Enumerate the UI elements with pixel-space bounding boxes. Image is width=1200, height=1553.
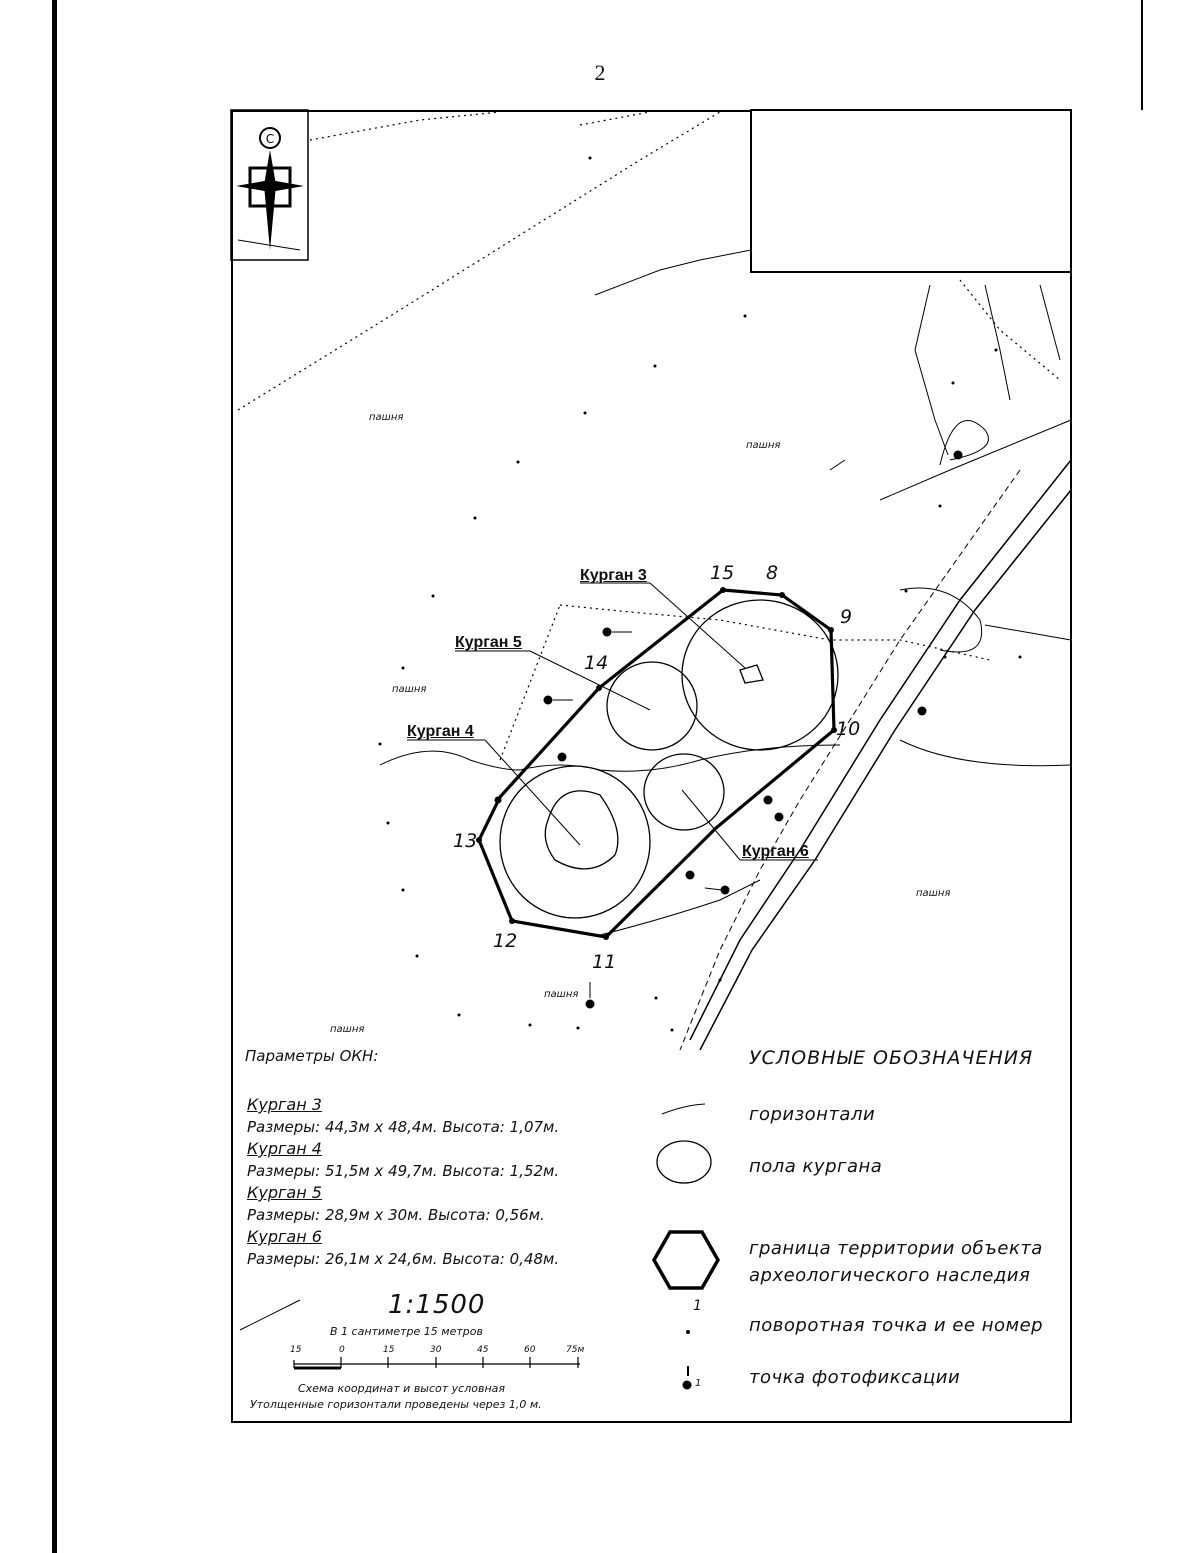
legend-contours: горизонтали (749, 1104, 876, 1125)
scale-tick-label: 15 (383, 1345, 395, 1355)
field-label: пашня (369, 412, 404, 423)
scale-tick-label: 45 (477, 1345, 489, 1355)
mound-outline-legend-icon (656, 1140, 712, 1184)
boundary-point-11: 11 (592, 951, 617, 973)
scale-tick-label: 0 (339, 1345, 345, 1355)
boundary-point-15: 15 (710, 562, 735, 584)
site-boundary (477, 588, 836, 939)
kurgan-4-label: Курган 4 (407, 723, 474, 740)
mound-outlines (499, 599, 839, 919)
param-kurgan-3-name: Курган 3 (247, 1095, 322, 1114)
boundary-point-8: 8 (766, 562, 779, 584)
param-kurgan-6-name: Курган 6 (247, 1227, 322, 1246)
params-title: Параметры ОКН: (245, 1047, 379, 1065)
kurgan-6-outline (643, 753, 725, 831)
legend-boundary-line1: граница территории объекта (749, 1238, 1043, 1259)
field-label: пашня (916, 888, 951, 899)
right-margin-rule (1141, 0, 1143, 110)
kurgan-3-label: Курган 3 (580, 567, 647, 584)
scale-tick-label: 75м (566, 1345, 585, 1355)
boundary-point-9: 9 (840, 606, 853, 628)
left-margin-rule (52, 0, 57, 1553)
boundary-point-13: 13 (453, 830, 478, 852)
contour-lines (379, 744, 841, 936)
map-frame (231, 110, 1072, 1423)
kurgan-5-label: Курган 5 (455, 634, 522, 651)
road (689, 459, 1072, 1051)
contour-legend-icon (661, 1103, 706, 1115)
scale-tick-label: 15 (290, 1345, 302, 1355)
elevation-spots (378, 156, 1022, 1032)
scale-bar (293, 1357, 580, 1370)
scale-note-contours: Утолщенные горизонтали проведены через 1… (250, 1398, 542, 1411)
scale-note-coordinates: Схема координат и высот условная (298, 1382, 506, 1395)
kurgan-5-outline (606, 661, 698, 751)
params-list: Курган 3 Размеры: 44,3м х 48,4м. Высота:… (247, 1094, 559, 1270)
kurgan-6-label: Курган 6 (742, 843, 809, 860)
field-label: пашня (392, 684, 427, 695)
boundary-point-10: 10 (836, 718, 861, 740)
legend-turning-point: поворотная точка и ее номер (749, 1315, 1044, 1336)
param-kurgan-6-dims: Размеры: 26,1м х 24,6м. Высота: 0,48м. (247, 1250, 560, 1268)
kurgan-4-outline (499, 765, 651, 919)
boundary-point-12: 12 (493, 930, 518, 952)
boundary-point-14: 14 (584, 652, 609, 674)
scale-ratio: 1:1500 (388, 1290, 486, 1320)
scale-subtitle: В 1 сантиметре 15 метров (330, 1325, 483, 1338)
param-kurgan-5-name: Курган 5 (247, 1183, 322, 1202)
legend-boundary-line2: археологического наследия (749, 1265, 1031, 1286)
scale-tick-label: 30 (430, 1345, 442, 1355)
scale-tick-label: 60 (524, 1345, 536, 1355)
param-kurgan-4-name: Курган 4 (247, 1139, 322, 1158)
legend-symbols (651, 1103, 721, 1390)
boundary-legend-icon (651, 1230, 721, 1290)
legend-title: УСЛОВНЫЕ ОБОЗНАЧЕНИЯ (749, 1047, 1034, 1069)
legend-photo-point-sample: 1 (695, 1378, 702, 1389)
label-leaders (407, 582, 818, 861)
north-arrow-icon: С (230, 109, 309, 261)
title-box (750, 109, 1072, 273)
photo-point-legend-icon (682, 1380, 692, 1390)
field-label: пашня (544, 989, 579, 1000)
svg-text:С: С (266, 132, 274, 146)
photo-points (494, 450, 963, 1009)
legend-mound-base: пола кургана (749, 1156, 883, 1177)
field-label: пашня (746, 440, 781, 451)
legend-turning-point-sample: 1 (693, 1298, 703, 1314)
turning-point-legend-icon (686, 1330, 690, 1334)
turning-point-markers (476, 587, 837, 940)
field-boundaries (237, 111, 1061, 761)
field-label: пашня (330, 1024, 365, 1035)
param-kurgan-3-dims: Размеры: 44,3м х 48,4м. Высота: 1,07м. (247, 1118, 560, 1136)
param-kurgan-4-dims: Размеры: 51,5м х 49,7м. Высота: 1,52м. (247, 1162, 560, 1180)
param-kurgan-5-dims: Размеры: 28,9м х 30м. Высота: 0,56м. (247, 1206, 545, 1224)
kurgan-3-outline (681, 599, 839, 751)
page-number: 2 (594, 60, 606, 85)
legend-photo-point: точка фотофиксации (749, 1367, 961, 1388)
